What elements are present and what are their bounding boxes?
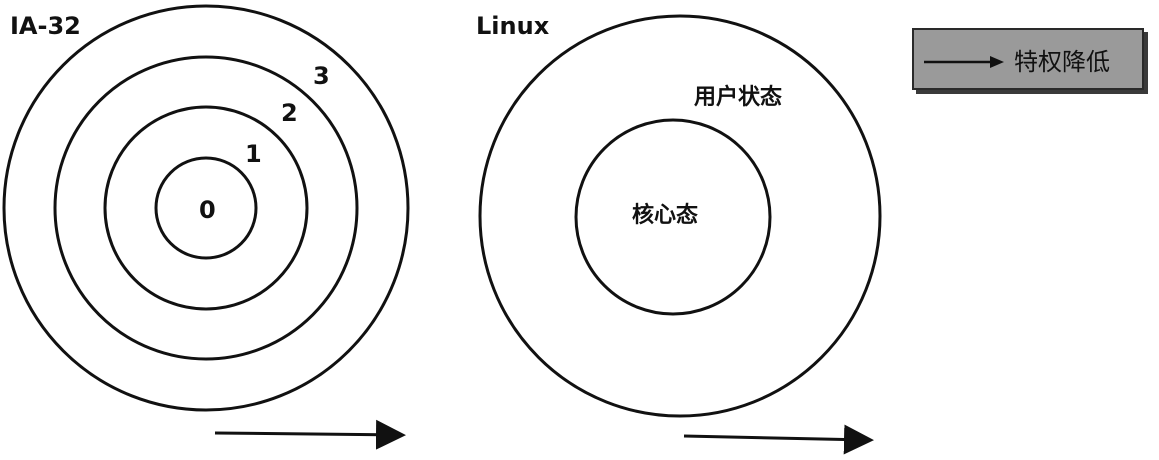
ia32-direction-arrow (214, 419, 406, 450)
ring-0-circle (154, 156, 258, 260)
legend-arrow-icon (924, 56, 1004, 68)
ring-2-label: 2 (281, 99, 298, 127)
legend-box: 特权降低 (912, 28, 1144, 90)
linux-direction-arrow (683, 424, 874, 455)
ring-3-label: 3 (313, 62, 330, 90)
ring-1-label: 1 (245, 140, 262, 168)
linux-title: Linux (476, 12, 550, 40)
user-mode-label: 用户状态 (694, 84, 782, 110)
ring-2-circle (53, 55, 359, 361)
kernel-mode-circle (574, 118, 772, 316)
ia32-title: IA-32 (10, 12, 81, 40)
ring-1-circle (103, 105, 309, 311)
ring-3-circle (2, 4, 410, 412)
ia32-diagram: IA-32 0 1 2 3 (2, 4, 410, 450)
legend-label: 特权降低 (1014, 48, 1110, 76)
user-mode-circle (478, 14, 882, 418)
linux-diagram: Linux 用户状态 核心态 (476, 12, 882, 455)
kernel-mode-label: 核心态 (632, 202, 698, 228)
ring-0-label: 0 (199, 196, 216, 224)
